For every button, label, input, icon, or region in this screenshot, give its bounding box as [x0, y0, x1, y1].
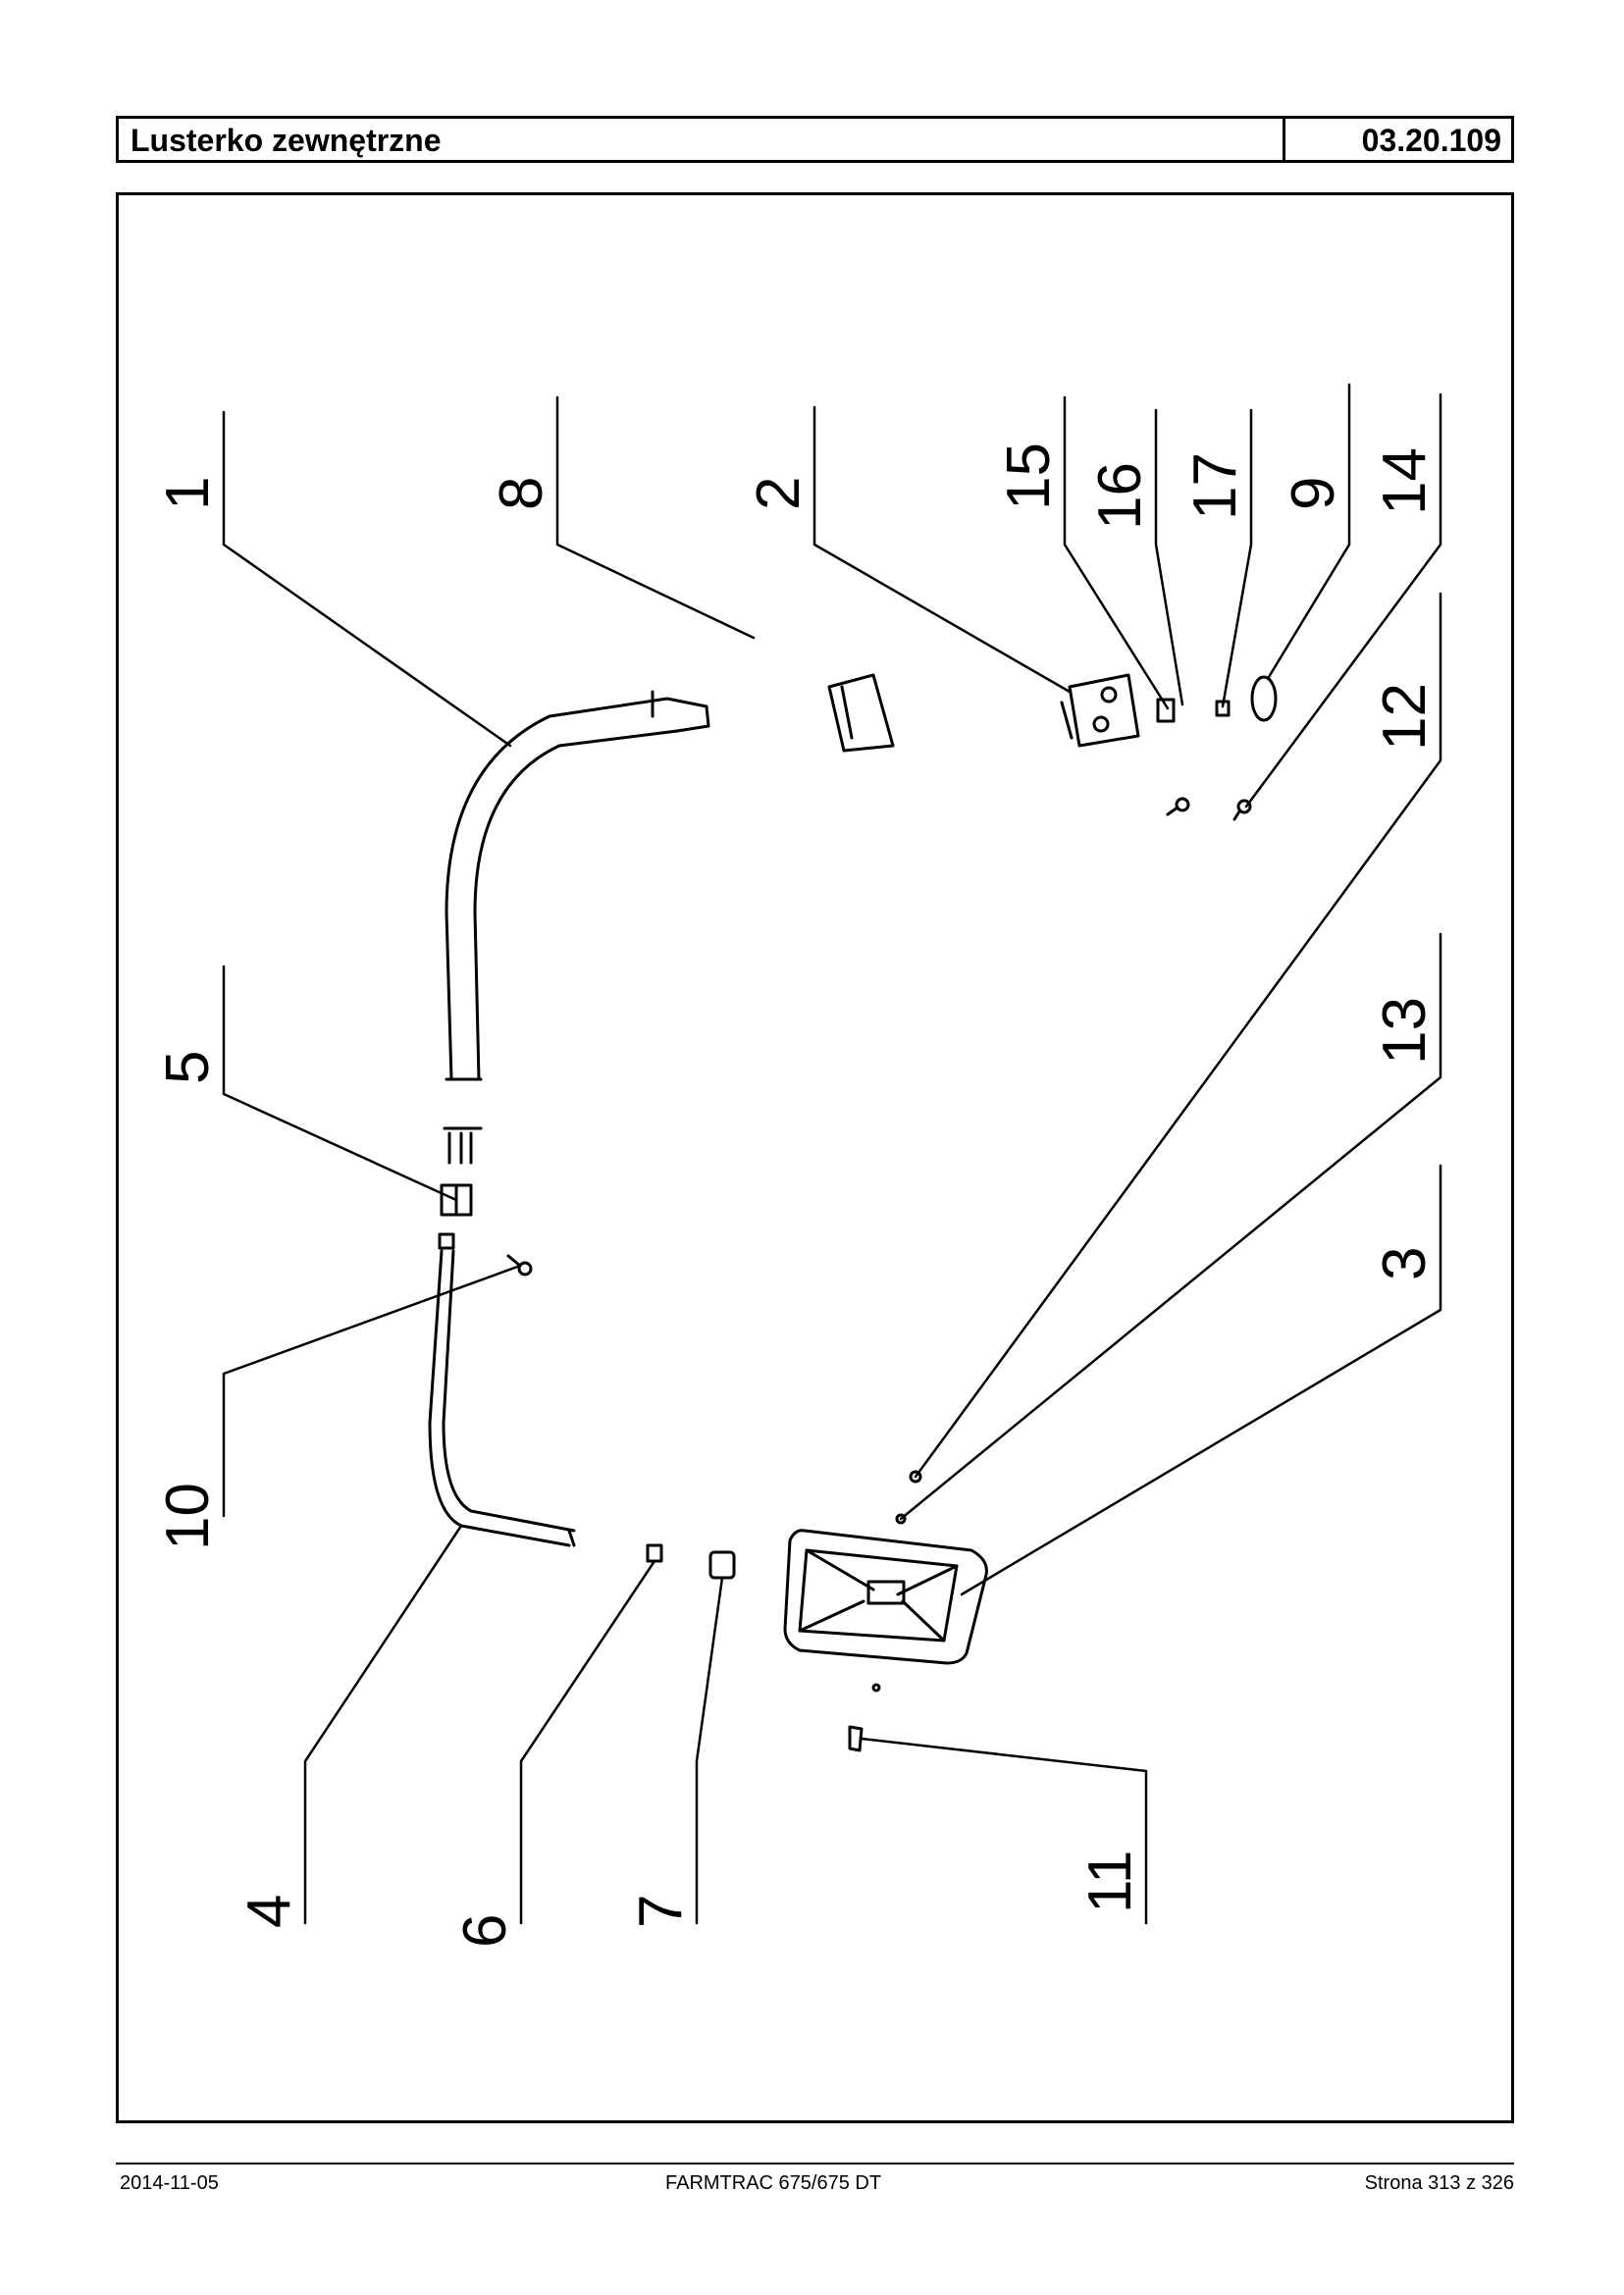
part-6-nut	[646, 1543, 663, 1563]
diagram-frame	[116, 192, 1514, 2123]
header-box: Lusterko zewnętrzne 03.20.109	[116, 116, 1514, 163]
header-divider	[1283, 119, 1285, 160]
callout-2: 2	[745, 477, 812, 510]
callout-10: 10	[154, 1483, 222, 1550]
callout-14: 14	[1371, 447, 1439, 515]
part-14-screw	[1166, 797, 1190, 816]
callout-15: 15	[995, 443, 1063, 510]
part-10-screw	[506, 1254, 533, 1277]
footer-date: 2014-11-05	[120, 2172, 219, 2194]
callout-numbers: 1 8 2 15 16 17 9 14 12 13 3 5 10 4 6 7 1…	[154, 443, 1439, 1948]
callout-7: 7	[627, 1895, 695, 1928]
callout-11: 11	[1076, 1851, 1144, 1913]
document-title: Lusterko zewnętrzne	[131, 123, 442, 158]
callout-3: 3	[1371, 1247, 1439, 1280]
callout-8: 8	[488, 477, 555, 510]
part-1-upper-arm	[443, 690, 710, 1165]
part-group-code: 03.20.109	[1361, 123, 1501, 158]
footer-page-number: Strona 313 z 326	[1364, 2172, 1514, 2194]
part-9-ring	[1250, 675, 1278, 722]
part-11-screw	[848, 1725, 864, 1752]
part-12-screw	[1232, 799, 1252, 821]
callout-4: 4	[236, 1895, 303, 1928]
callout-13: 13	[1371, 997, 1439, 1065]
part-3-mirror	[783, 1529, 988, 1665]
part-7-cap	[708, 1550, 736, 1580]
footer-model: FARMTRAC 675/675 DT	[665, 2172, 882, 2194]
footer-rule	[116, 2163, 1514, 2165]
callout-9: 9	[1280, 477, 1347, 510]
part-12-pin	[909, 1470, 922, 1484]
callout-5: 5	[154, 1051, 222, 1084]
leader-lines	[222, 383, 1442, 1925]
part-13-pin	[895, 1513, 907, 1525]
part-4-lower-arm	[428, 1232, 576, 1547]
part-16-bushing	[1156, 698, 1176, 723]
callout-16: 16	[1086, 462, 1154, 530]
callout-6: 6	[451, 1914, 519, 1948]
callout-17: 17	[1181, 452, 1249, 520]
callout-12: 12	[1371, 683, 1439, 751]
part-2-head-body	[1060, 673, 1140, 748]
callout-1: 1	[154, 477, 222, 510]
part-8-cap	[827, 673, 895, 753]
